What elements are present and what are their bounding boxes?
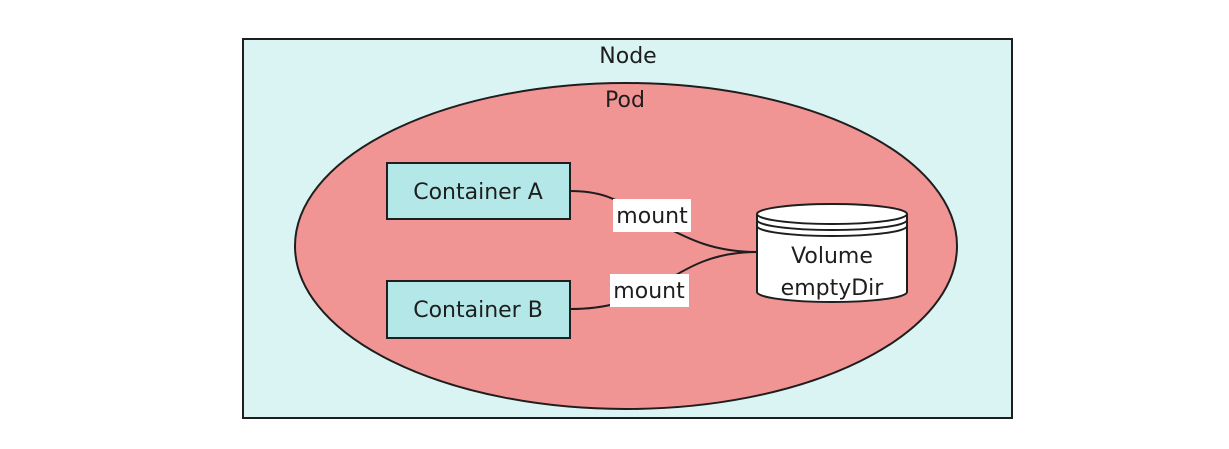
- container-b-label: Container B: [413, 298, 543, 323]
- node-label: Node: [599, 44, 656, 69]
- container-a-box: [386, 162, 571, 220]
- volume-label-line1: Volume: [791, 244, 873, 269]
- volume-label-line2: emptyDir: [781, 276, 885, 301]
- container-a-label: Container A: [413, 180, 543, 205]
- volume-ring-1: [756, 219, 908, 231]
- volume-ring-2: [756, 225, 908, 237]
- volume-top: [756, 203, 908, 225]
- edge-label-bg-1: [613, 199, 691, 232]
- pod-label: Pod: [605, 88, 645, 113]
- edge-label-mount-b: mount: [613, 279, 685, 304]
- container-b-box: [386, 280, 571, 339]
- volume-body: [756, 214, 908, 303]
- volume-cylinder: [756, 203, 908, 303]
- edge-label-bg-2: [610, 274, 689, 307]
- edge-label-mount-a: mount: [616, 204, 688, 229]
